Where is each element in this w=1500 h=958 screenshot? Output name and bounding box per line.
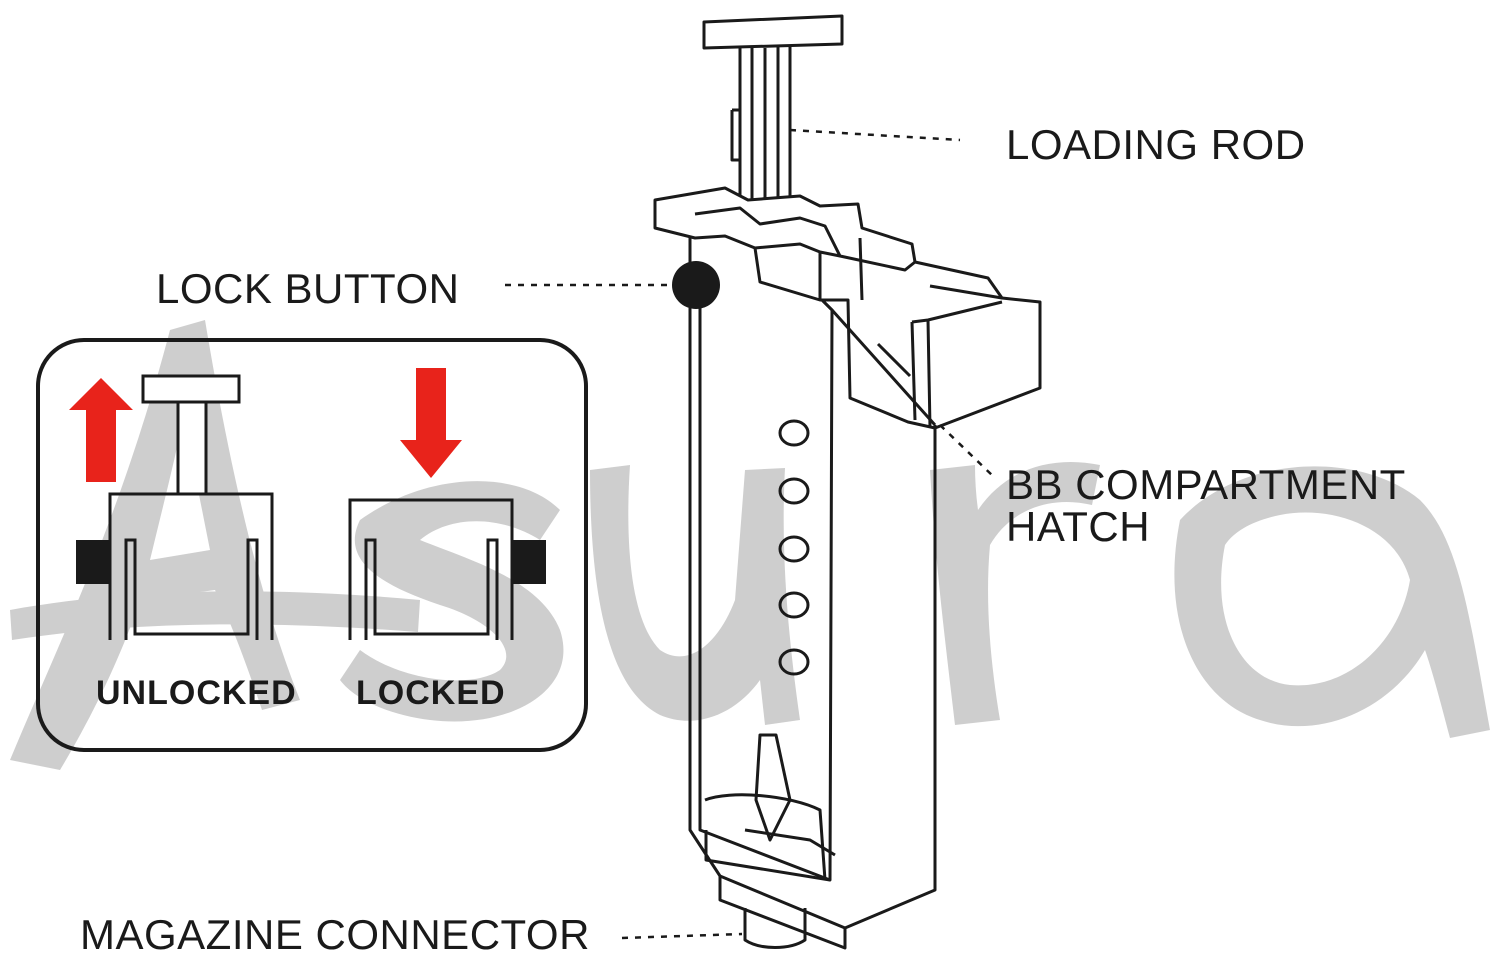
arrow-up-icon [69, 378, 133, 482]
label-magazine-connector: MAGAZINE CONNECTOR [80, 911, 590, 958]
label-loading-rod: LOADING ROD [1006, 121, 1306, 168]
watermark-logo [10, 320, 1490, 770]
label-locked: LOCKED [356, 674, 506, 712]
lock-pin-right [512, 540, 546, 584]
label-bb-hatch-line1: BB COMPARTMENT [1006, 461, 1406, 508]
leader-lines [505, 128, 996, 940]
label-lock-button: LOCK BUTTON [156, 265, 460, 312]
lock-button-dot [672, 261, 720, 309]
lock-state-inset [36, 338, 588, 752]
unlocked-illustration [76, 374, 274, 640]
label-bb-hatch-line2: HATCH [1006, 503, 1151, 550]
leader-magazine-connector [621, 932, 743, 940]
connector-stub [743, 908, 807, 949]
leader-loading-rod [789, 128, 961, 142]
inset-frame [36, 338, 588, 752]
speedloader-body [653, 14, 1042, 950]
locked-illustration [348, 498, 546, 640]
bb-window-holes [778, 419, 810, 676]
label-bb-compartment-hatch: BB COMPARTMENT HATCH [1006, 464, 1406, 548]
lock-pin-left [76, 540, 110, 584]
loading-rod [702, 14, 844, 200]
arrow-down-icon [400, 368, 462, 478]
label-unlocked: UNLOCKED [96, 674, 297, 712]
